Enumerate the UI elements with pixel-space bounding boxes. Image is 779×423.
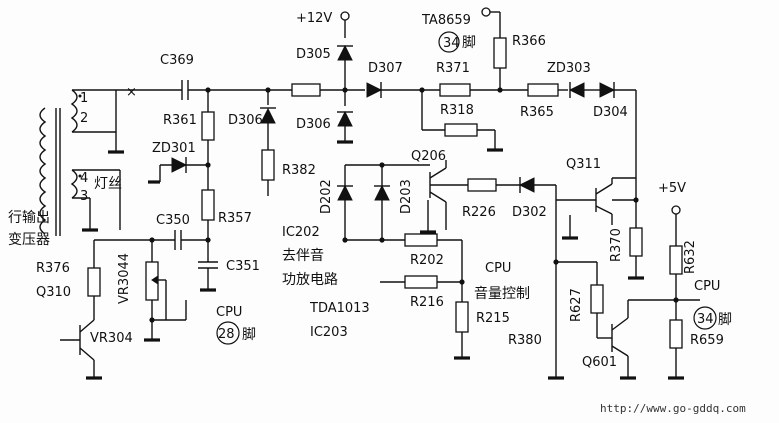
label-r361: R361	[163, 113, 197, 128]
label-r357: R357	[218, 211, 252, 226]
label-c350: C350	[156, 213, 190, 228]
label-ic203: IC203	[310, 325, 348, 340]
label-jiao-right: 脚	[718, 312, 732, 328]
label-d306b: D306	[296, 117, 331, 132]
resistor-r382	[261, 149, 275, 181]
resistor-r202	[404, 233, 438, 247]
resistor-r357	[201, 189, 215, 221]
resistor-r216	[404, 275, 438, 289]
label-v5: +5V	[658, 181, 686, 196]
label-r370: R370	[609, 228, 624, 262]
label-jiao-28: 脚	[242, 327, 256, 343]
resistor-r627	[590, 284, 604, 314]
label-vr3044: VR3044	[117, 253, 132, 304]
resistor-r659	[669, 319, 683, 349]
label-d203: D203	[399, 179, 414, 214]
label-zd303: ZD303	[547, 61, 591, 76]
label-jiao-top: 脚	[462, 35, 476, 51]
label-r215: R215	[476, 311, 510, 326]
label-volume: 音量控制	[474, 285, 530, 302]
label-mute-1: 去伴音	[282, 247, 324, 264]
label-r380: R380	[508, 333, 542, 348]
resistor-r370	[629, 227, 643, 257]
label-flyback-1: 行输出	[8, 210, 50, 226]
label-mute-2: 功放电路	[282, 272, 338, 288]
label-r659: R659	[690, 333, 724, 348]
label-filament: 灯丝	[94, 176, 122, 192]
flyback-transformer	[39, 89, 82, 236]
label-d302: D302	[512, 205, 547, 220]
resistor-r365	[527, 83, 559, 97]
label-d305: D305	[296, 47, 331, 62]
label-v12: +12V	[296, 11, 332, 26]
resistor-r215	[455, 301, 469, 333]
label-vr304: VR304	[90, 331, 133, 346]
label-r382: R382	[282, 163, 316, 178]
resistor-r366	[493, 37, 507, 69]
label-r627: R627	[569, 288, 584, 322]
label-cpu-right: CPU	[694, 279, 720, 294]
label-r366: R366	[512, 34, 546, 49]
resistor-r371	[439, 83, 471, 97]
label-r371: R371	[436, 61, 470, 76]
label-pin34-top: 34	[443, 36, 460, 51]
resistor-r318	[444, 123, 478, 137]
label-d307: D307	[368, 61, 403, 76]
label-pin4: 4	[80, 171, 88, 186]
label-r365: R365	[520, 105, 554, 120]
label-zd301: ZD301	[152, 141, 196, 156]
label-flyback-2: 变压器	[8, 232, 50, 248]
label-pin3: 3	[80, 189, 88, 204]
label-q206: Q206	[411, 149, 446, 164]
label-d304: D304	[593, 105, 628, 120]
label-ic202: IC202	[282, 225, 320, 240]
label-pin28: 28	[218, 327, 235, 342]
label-r226: R226	[462, 205, 496, 220]
resistor-r632	[669, 245, 683, 275]
label-r202: R202	[410, 253, 444, 268]
watermark-url: http://www.go-gddq.com	[600, 402, 746, 415]
resistor-r361	[201, 111, 215, 141]
label-r376: R376	[36, 261, 70, 276]
label-d306a: D306	[228, 113, 263, 128]
label-cpu-mid: CPU	[485, 261, 511, 276]
label-pin34-right: 34	[697, 312, 714, 327]
resistor-r226	[467, 178, 497, 192]
label-c351: C351	[226, 259, 260, 274]
label-d202: D202	[319, 179, 334, 214]
label-r632: R632	[683, 240, 698, 274]
resistor-r376	[87, 267, 101, 297]
label-pin2: 2	[80, 111, 88, 126]
label-c369: C369	[160, 53, 194, 68]
label-pin1: 1	[80, 91, 88, 106]
label-r318: R318	[440, 103, 474, 118]
svg-text:×: ×	[126, 85, 137, 100]
label-r216: R216	[410, 295, 444, 310]
label-q310: Q310	[36, 285, 71, 300]
capacitor-c369	[181, 80, 189, 100]
label-q311: Q311	[566, 157, 601, 172]
label-q601: Q601	[582, 355, 617, 370]
label-cpu-28: CPU	[216, 305, 242, 320]
label-ta8659: TA8659	[421, 13, 471, 28]
label-tda1013: TDA1013	[309, 301, 370, 316]
